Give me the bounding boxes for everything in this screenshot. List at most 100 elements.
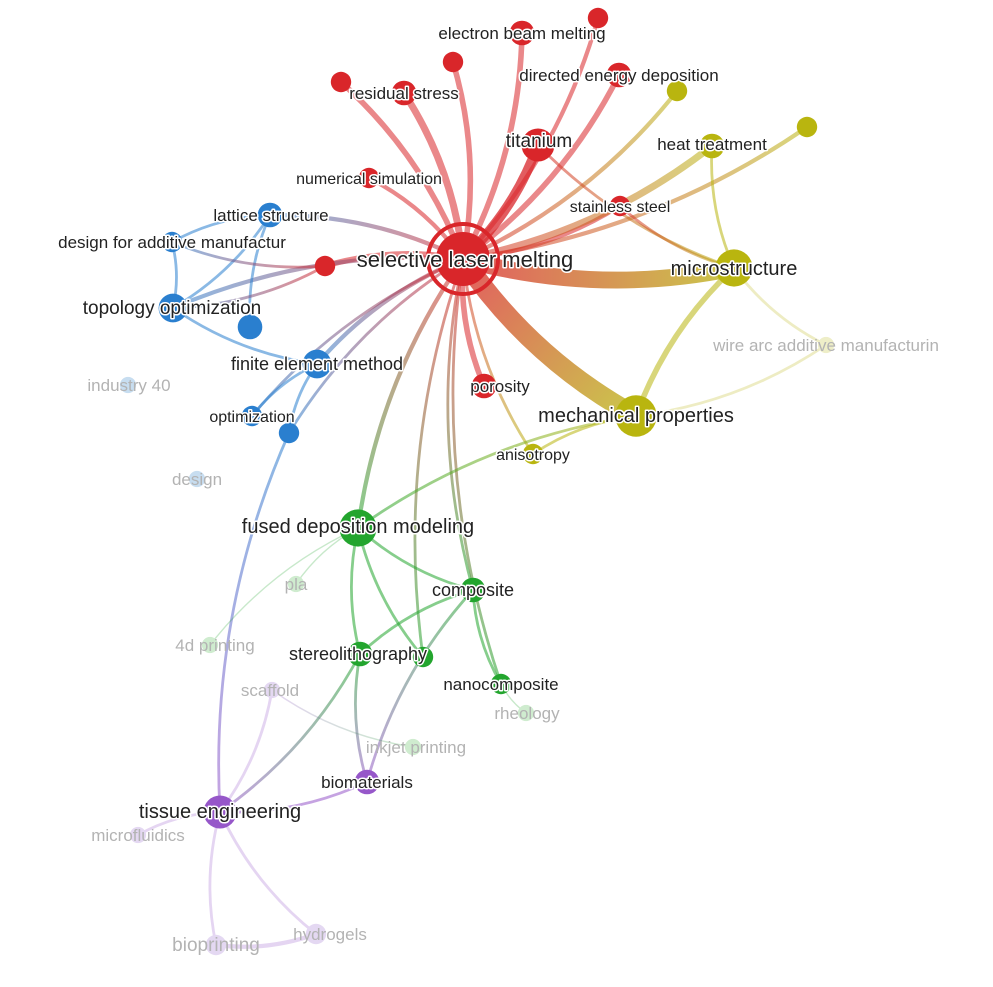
node-resid[interactable] — [391, 80, 417, 106]
label-comp: composite — [432, 580, 514, 600]
node-tissue[interactable] — [203, 795, 237, 829]
node-mech[interactable] — [615, 395, 657, 437]
label-hydrogels: hydrogels — [293, 925, 367, 944]
node-ebm[interactable] — [509, 20, 535, 46]
link-topo-fem — [171, 306, 319, 366]
link-tissue-stereo — [218, 652, 362, 814]
link-slm-g1 — [413, 257, 465, 659]
link-scaffold-inkjet — [271, 689, 414, 748]
label-biomat: biomaterials — [321, 773, 413, 792]
node-print4d[interactable] — [201, 636, 219, 654]
label-heat: heat treatment — [657, 135, 767, 154]
node-y1[interactable] — [666, 80, 688, 102]
label-stereo: stereolithography — [289, 644, 427, 664]
label-rheo: rheology — [494, 704, 560, 723]
node-pla[interactable] — [287, 575, 305, 593]
node-r3[interactable] — [442, 51, 464, 73]
link-slm-fdm — [355, 256, 466, 531]
link-b2-tissue — [217, 431, 291, 814]
link-dfam-r1 — [170, 240, 327, 269]
node-titan[interactable] — [521, 128, 555, 162]
node-fem[interactable] — [302, 349, 332, 379]
node-lattice[interactable] — [257, 202, 283, 228]
node-rheo[interactable] — [517, 704, 535, 722]
node-bioprint[interactable] — [205, 934, 227, 956]
node-r2[interactable] — [330, 71, 352, 93]
node-scaffold[interactable] — [263, 681, 281, 699]
label-design: design — [172, 470, 222, 489]
node-slm-highlight-ring — [426, 222, 500, 296]
node-nano[interactable] — [490, 673, 512, 695]
label-opt: optimization — [209, 409, 294, 426]
node-microfl[interactable] — [129, 826, 147, 844]
label-scaffold: scaffold — [241, 681, 299, 700]
link-micro-mech — [633, 265, 737, 419]
label-nano: nanocomposite — [443, 675, 558, 694]
node-fdm[interactable] — [339, 509, 377, 547]
node-ssteel[interactable] — [609, 195, 631, 217]
link-stereo-biomat — [354, 652, 369, 784]
node-y2[interactable] — [796, 116, 818, 138]
node-topo[interactable] — [158, 293, 188, 323]
link-tissue-bioprint — [208, 810, 222, 947]
link-slm-nano — [451, 257, 503, 686]
link-fdm-g1 — [356, 526, 425, 659]
link-comp-stereo — [358, 588, 475, 656]
link-fdm-print4d — [209, 527, 359, 646]
label-ind40: industry 40 — [87, 376, 170, 395]
link-tissue-hydrogels — [218, 810, 318, 936]
label-resid: residual stress — [349, 84, 459, 103]
node-micro[interactable] — [715, 249, 753, 287]
node-inkjet[interactable] — [404, 738, 422, 756]
label-dfam: design for additive manufactur — [58, 233, 286, 252]
label-pla: pla — [285, 575, 308, 594]
node-slm[interactable] — [436, 232, 490, 286]
label-ssteel: stainless steel — [570, 199, 671, 216]
node-ind40[interactable] — [119, 376, 137, 394]
link-bioprint-hydrogels — [213, 931, 319, 949]
link-topo-lattice — [171, 213, 272, 310]
node-dfam[interactable] — [161, 231, 183, 253]
label-ded: directed energy deposition — [519, 66, 718, 85]
label-inkjet: inkjet printing — [366, 738, 466, 757]
link-lattice-b1 — [248, 213, 272, 329]
link-tissue-biomat — [218, 780, 369, 814]
node-b1[interactable] — [237, 314, 263, 340]
link-slm-ebm — [460, 30, 525, 262]
node-b2[interactable] — [278, 422, 300, 444]
link-comp-biomat — [365, 588, 475, 784]
node-waam[interactable] — [817, 336, 835, 354]
label-topo: topology optimization — [83, 298, 262, 319]
node-design[interactable] — [188, 470, 206, 488]
node-poros[interactable] — [471, 373, 497, 399]
label-bioprint: bioprinting — [172, 935, 260, 956]
node-hydrogels[interactable] — [305, 923, 327, 945]
node-aniso[interactable] — [522, 443, 544, 465]
label-mech: mechanical properties — [538, 405, 734, 427]
node-heat[interactable] — [699, 133, 725, 159]
node-comp[interactable] — [460, 577, 486, 603]
node-layer — [119, 7, 835, 956]
node-numsim[interactable] — [358, 167, 380, 189]
link-mech-fdm — [356, 414, 638, 530]
link-heat-micro — [710, 144, 736, 270]
node-r1[interactable] — [314, 255, 336, 277]
label-poros: porosity — [470, 377, 530, 396]
label-micro: microstructure — [671, 258, 798, 280]
link-slm-comp — [446, 257, 475, 592]
label-fem: finite element method — [231, 354, 403, 374]
node-biomat[interactable] — [354, 769, 380, 795]
node-r4[interactable] — [587, 7, 609, 29]
node-opt[interactable] — [241, 405, 263, 427]
link-slm-mech — [453, 249, 646, 426]
node-stereo[interactable] — [347, 641, 373, 667]
label-waam: wire arc additive manufacturin — [712, 336, 939, 355]
link-mech-waam — [634, 343, 828, 418]
node-ded[interactable] — [606, 62, 632, 88]
label-numsim: numerical simulation — [296, 171, 442, 188]
node-g1[interactable] — [412, 646, 434, 668]
link-slm-opt — [250, 257, 465, 418]
